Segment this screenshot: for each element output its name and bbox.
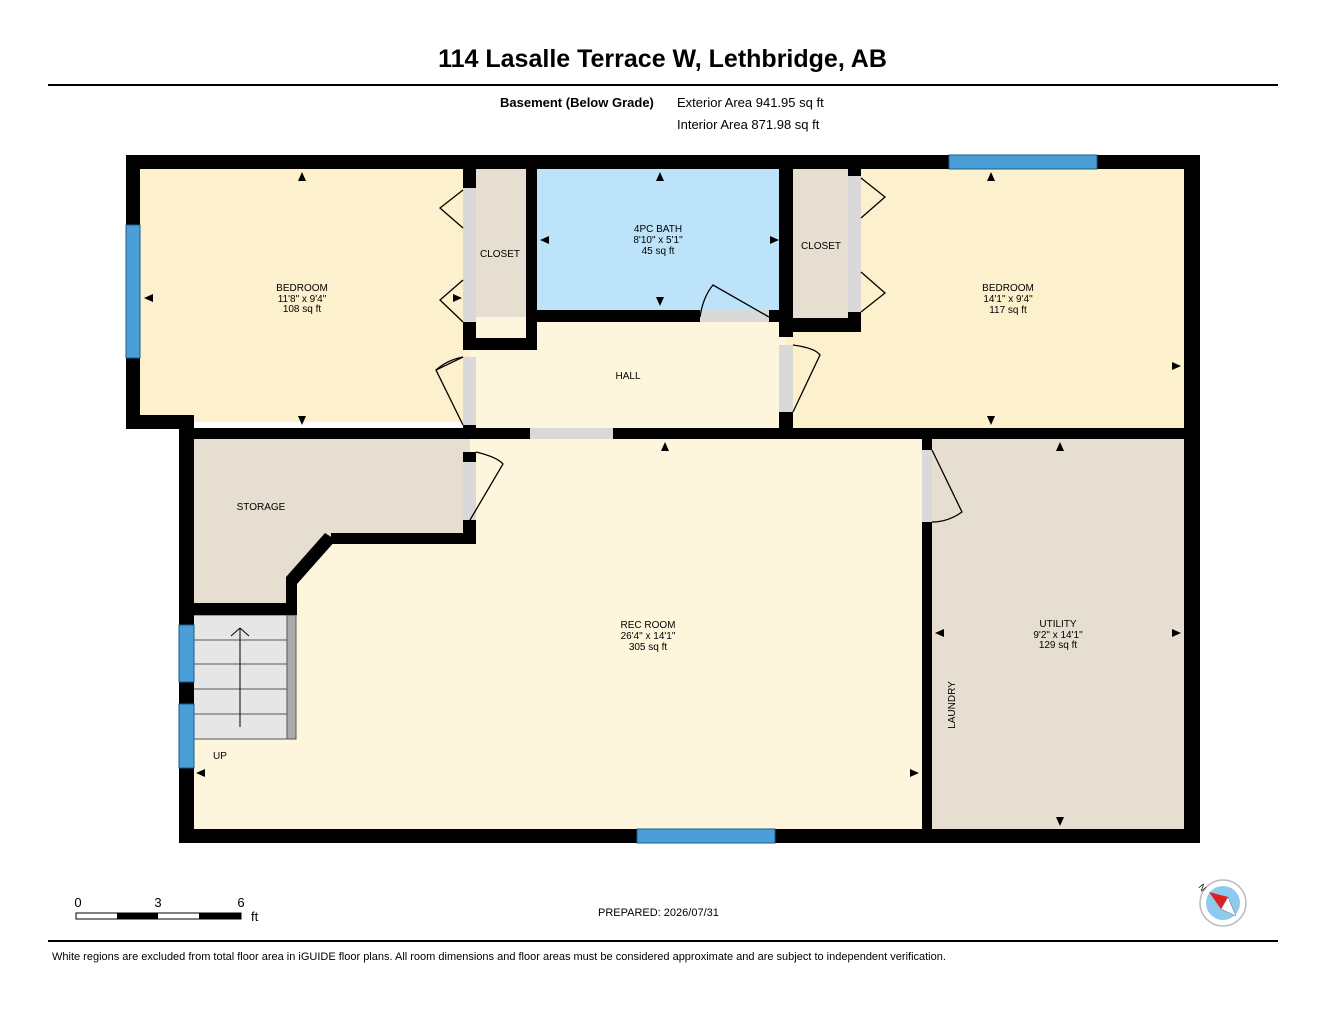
compass-north-label: N bbox=[1196, 882, 1208, 893]
bedroom-right-dims: 14'1" x 9'4" bbox=[983, 294, 1033, 305]
bath-dims: 8'10" x 5'1" bbox=[633, 235, 683, 246]
disclaimer-text: White regions are excluded from total fl… bbox=[52, 951, 946, 963]
laundry-name: LAUNDRY bbox=[947, 681, 958, 729]
closet-left-floor bbox=[470, 162, 530, 342]
page-title: 114 Lasalle Terrace W, Lethbridge, AB bbox=[438, 45, 887, 73]
storage-floor bbox=[186, 432, 470, 610]
storage-name: STORAGE bbox=[237, 502, 286, 513]
closet-right-floor-overlay bbox=[786, 162, 854, 325]
rec-room-floor bbox=[186, 432, 926, 835]
exterior-area: Exterior Area 941.95 sq ft bbox=[677, 95, 824, 110]
utility-area: 129 sq ft bbox=[1039, 640, 1078, 651]
utility-name: UTILITY bbox=[1039, 619, 1077, 630]
interior-area: Interior Area 871.98 sq ft bbox=[677, 117, 820, 132]
header-divider bbox=[48, 84, 1278, 86]
prepared-date: PREPARED: 2026/07/31 bbox=[598, 907, 719, 919]
bath-floor bbox=[530, 162, 786, 317]
stairs bbox=[192, 614, 297, 740]
bedroom-left-floor bbox=[133, 162, 470, 422]
door-swings bbox=[435, 177, 963, 523]
dimension-arrows bbox=[144, 172, 1181, 826]
bedroom-left-dims: 11'8" x 9'4" bbox=[278, 294, 327, 305]
hall-floor bbox=[470, 317, 786, 432]
bedroom-right-name: BEDROOM bbox=[982, 283, 1034, 294]
rec-room-name: REC ROOM bbox=[621, 620, 676, 631]
stairs-up-label: UP bbox=[213, 751, 227, 762]
utility-dims: 9'2" x 14'1" bbox=[1033, 630, 1083, 641]
bath-name: 4PC BATH bbox=[634, 224, 682, 235]
compass-icon: N bbox=[1196, 879, 1247, 927]
scale-tick-0: 0 bbox=[74, 895, 81, 910]
windows bbox=[125, 154, 1098, 844]
scale-unit: ft bbox=[251, 909, 259, 924]
rec-room-dims: 26'4" x 14'1" bbox=[621, 631, 676, 642]
hall-name: HALL bbox=[615, 371, 640, 382]
bedroom-right-area: 117 sq ft bbox=[989, 305, 1027, 316]
rec-room-area: 305 sq ft bbox=[629, 642, 668, 653]
door-openings bbox=[463, 176, 932, 522]
closet-left-name: CLOSET bbox=[480, 249, 520, 260]
scale-tick-6: 6 bbox=[237, 895, 244, 910]
closet-right-name: CLOSET bbox=[801, 241, 841, 252]
scale-bar: 0 3 6 ft bbox=[74, 895, 258, 924]
scale-tick-3: 3 bbox=[154, 895, 161, 910]
level-name: Basement (Below Grade) bbox=[500, 95, 654, 110]
bedroom-left-area: 108 sq ft bbox=[283, 304, 322, 315]
footer-divider bbox=[48, 940, 1278, 942]
bedroom-left-name: BEDROOM bbox=[276, 283, 328, 294]
utility-floor bbox=[926, 432, 1192, 835]
bath-area: 45 sq ft bbox=[642, 246, 675, 257]
